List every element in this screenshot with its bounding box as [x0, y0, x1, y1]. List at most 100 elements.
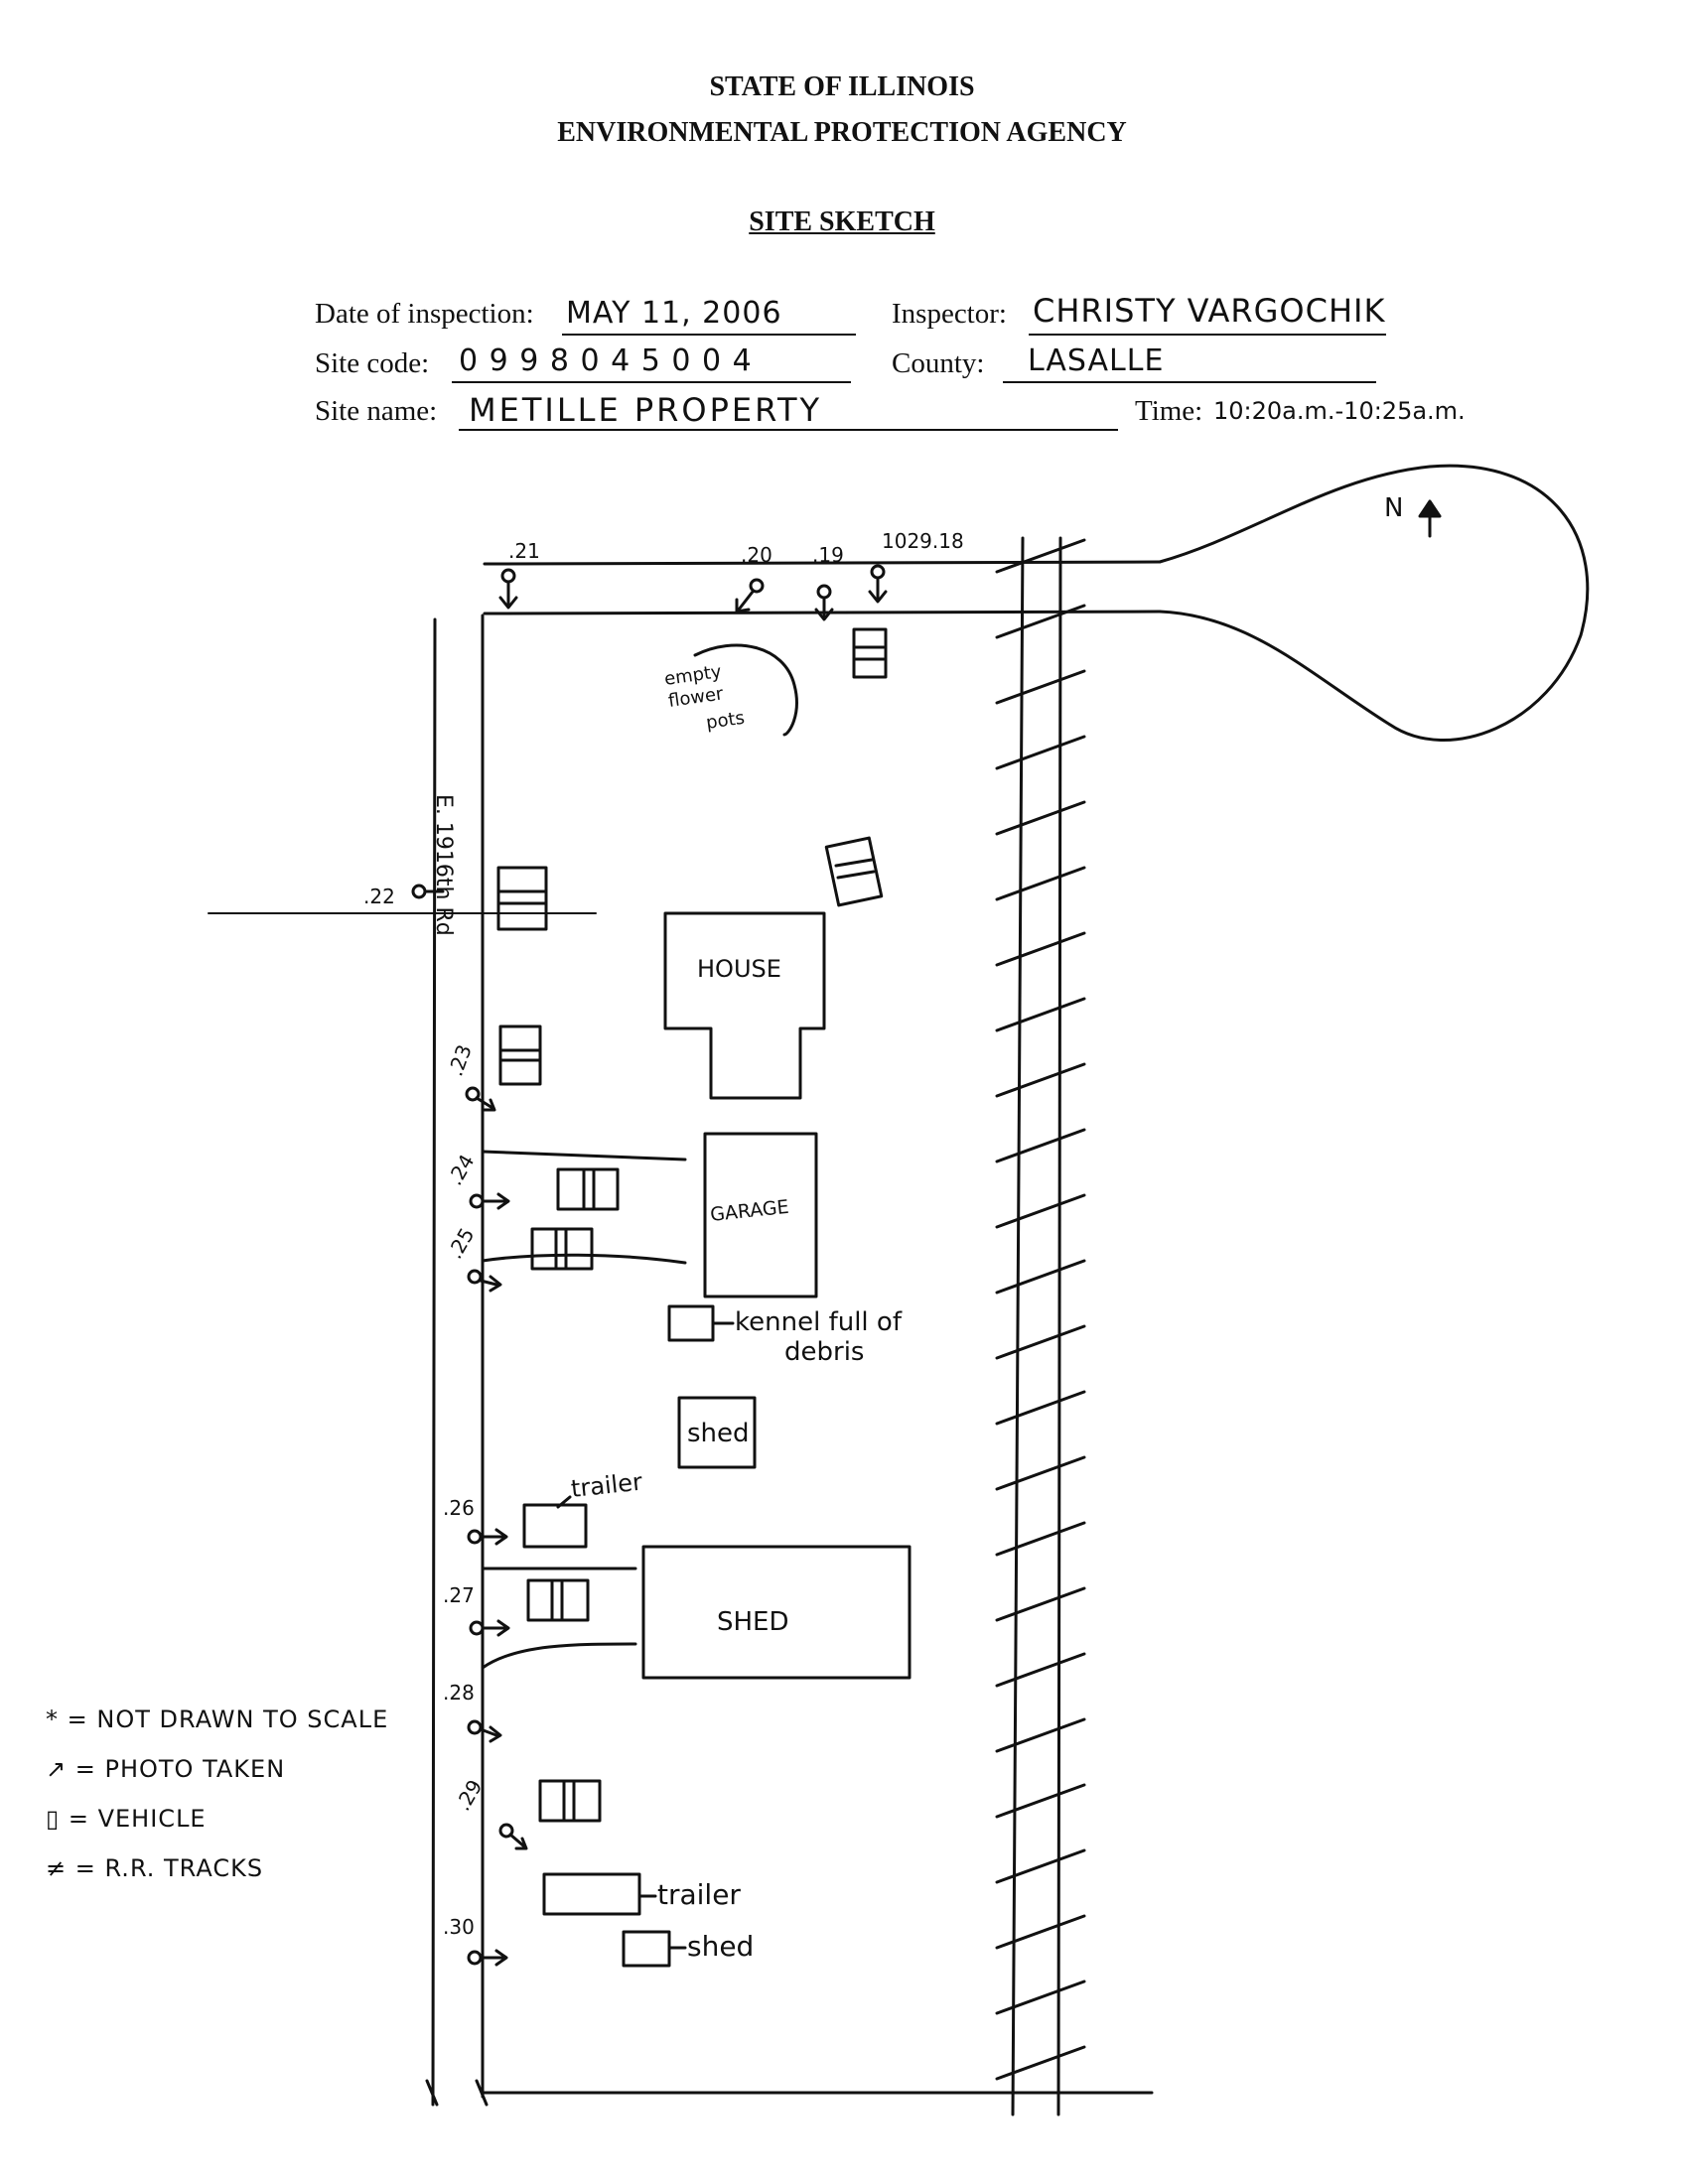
railroad-tie — [995, 866, 1086, 901]
railroad-tie — [995, 1193, 1086, 1229]
page-title: SITE SKETCH — [749, 206, 935, 237]
railroad-tie — [995, 1652, 1086, 1688]
shed-mid-outline — [677, 1396, 757, 1469]
railroad-tie — [995, 997, 1086, 1032]
railroad-tie — [995, 1128, 1086, 1163]
house-outline — [663, 911, 826, 1100]
driveway-2 — [481, 1253, 687, 1265]
photo-number-20: .20 — [741, 543, 772, 567]
kennel-outline — [667, 1304, 715, 1342]
date-label: Date of inspection: — [315, 298, 534, 330]
kennel-note-2: debris — [784, 1337, 864, 1367]
railroad-tie — [995, 1259, 1086, 1295]
date-value: MAY 11, 2006 — [566, 296, 782, 331]
vehicle-icon: ▯ — [46, 1805, 61, 1833]
county-value: LASALLE — [1028, 343, 1165, 378]
legend-item-tracks: ≠ = R.R. TRACKS — [46, 1854, 388, 1882]
site-name-value: METILLE PROPERTY — [469, 391, 823, 429]
legend-scale-text: = NOT DRAWN TO SCALE — [67, 1706, 389, 1733]
agency-state: STATE OF ILLINOIS — [709, 71, 975, 102]
site-code-value: 0 9 9 8 0 4 5 0 0 4 — [459, 343, 753, 378]
railroad-tie — [995, 1324, 1086, 1360]
railroad-tie — [995, 1586, 1086, 1622]
asterisk-icon: * — [46, 1706, 59, 1733]
vehicle-8 — [538, 1779, 602, 1823]
photo-number-21: .21 — [508, 539, 540, 563]
railroad-tie — [995, 1062, 1086, 1098]
legend-item-vehicle: ▯ = VEHICLE — [46, 1805, 388, 1833]
photo-marker-23 — [465, 1086, 496, 1112]
railroad-tie — [995, 1521, 1086, 1557]
driveway-1 — [481, 1150, 687, 1161]
railroad-tie — [995, 2045, 1086, 2081]
vehicle-4 — [498, 1024, 542, 1086]
photo-marker-28 — [467, 1719, 502, 1743]
time-value: 10:20a.m.-10:25a.m. — [1213, 397, 1466, 425]
cul-de-sac — [1158, 464, 1590, 742]
site-name-label: Site name: — [315, 395, 438, 427]
garage-label: GARAGE — [709, 1196, 789, 1226]
site-code-label: Site code: — [315, 347, 430, 379]
vehicle-3 — [496, 866, 548, 931]
shed-small-outline — [622, 1930, 671, 1968]
shed-mid-label: shed — [687, 1419, 750, 1448]
photo-number-26: .26 — [443, 1496, 475, 1520]
railroad-ties — [995, 538, 1086, 2081]
photo-marker-25 — [467, 1269, 502, 1293]
flower-pots-outline — [693, 643, 798, 737]
legend-tracks-text: = R.R. TRACKS — [74, 1854, 264, 1882]
time-label: Time: — [1135, 395, 1203, 427]
legend-item-scale: * = NOT DRAWN TO SCALE — [46, 1706, 388, 1733]
railroad-tie — [995, 1455, 1086, 1491]
inspector-value: CHRISTY VARGOCHIK — [1033, 292, 1386, 330]
railroad-tie — [995, 1848, 1086, 1884]
shed-large-outline — [641, 1545, 912, 1680]
photo-marker-21 — [498, 568, 518, 610]
photo-number-28: .28 — [443, 1681, 475, 1705]
photo-number-22: .22 — [363, 885, 395, 908]
rail-east — [1056, 536, 1062, 2116]
legend: * = NOT DRAWN TO SCALE ↗ = PHOTO TAKEN ▯… — [46, 1706, 388, 1882]
photo-number-18: 1029.18 — [882, 529, 964, 553]
photo-marker-27 — [469, 1619, 510, 1637]
photo-number-25: .25 — [443, 1224, 480, 1264]
vehicle-5 — [556, 1167, 620, 1211]
photo-marker-20 — [735, 578, 765, 614]
north-road-edge-bottom — [483, 610, 1162, 615]
county-label: County: — [892, 347, 985, 379]
photo-marker-30 — [467, 1949, 508, 1967]
railroad-tie — [995, 669, 1086, 705]
trailer-1-outline — [522, 1503, 588, 1549]
north-road-edge-top — [483, 560, 1162, 566]
vehicle-6 — [530, 1227, 594, 1271]
legend-vehicle-text: = VEHICLE — [68, 1805, 207, 1833]
shed-small-note: shed — [687, 1930, 754, 1963]
vehicle-7 — [526, 1578, 590, 1622]
trailer-2-note: trailer — [657, 1878, 741, 1911]
site-name-underline — [459, 429, 1118, 431]
railroad-tie — [995, 1390, 1086, 1426]
photo-marker-24 — [469, 1192, 510, 1210]
vehicle-2 — [824, 836, 884, 907]
date-underline — [562, 334, 856, 336]
railroad-tie — [995, 604, 1086, 639]
agency-name: ENVIRONMENTAL PROTECTION AGENCY — [557, 117, 1127, 148]
railroad-tie — [995, 1979, 1086, 2015]
house-label: HOUSE — [697, 955, 781, 983]
photo-marker-29 — [498, 1823, 528, 1850]
inspector-underline — [1029, 334, 1386, 336]
kennel-note-1: kennel full of — [735, 1307, 903, 1337]
north-label: N — [1384, 493, 1403, 523]
photo-arrow-icon: ↗ — [46, 1755, 68, 1783]
photo-marker-19 — [814, 584, 834, 621]
railroad-tie — [995, 1717, 1086, 1753]
boundary-end-tick — [475, 2079, 489, 2107]
driveway-4 — [481, 1642, 637, 1670]
north-arrow-head — [1418, 499, 1442, 518]
site-code-underline — [452, 381, 851, 383]
road-label: E. 1916th Rd — [431, 794, 456, 936]
trailer-1-leader — [556, 1495, 572, 1509]
road-end-tick — [425, 2079, 439, 2107]
photo-number-30: .30 — [443, 1915, 475, 1939]
